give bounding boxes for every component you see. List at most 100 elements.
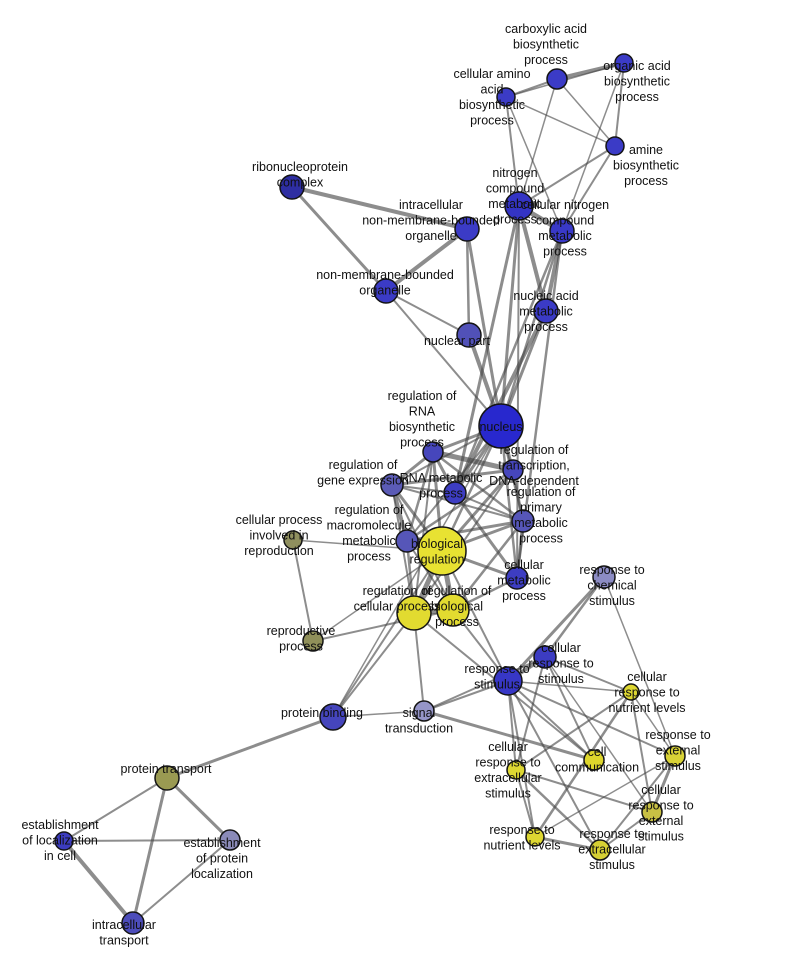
edge-nuclear_part--nmb_organelle[interactable] [385,290,470,336]
edge-carboxylic--amine[interactable] [556,78,616,147]
node-response_extracellular[interactable] [589,839,611,861]
edge-nitrogen_compound--nucleus[interactable] [499,204,521,428]
edge-protein_transport--est_protein_localization[interactable] [165,776,232,842]
edge-protein_binding--biological_regulation[interactable] [332,550,443,718]
node-response_nutrient_levels[interactable] [525,827,545,847]
node-reg_primary[interactable] [511,509,535,533]
edge-intracellular_nmb--nmb_organelle[interactable] [384,227,469,293]
edge-response_nutrient_levels--cellular_response_extracellular[interactable] [515,769,536,838]
node-protein_transport[interactable] [154,765,180,791]
edge-cellular_response_extracellular--cellular_response_external[interactable] [515,769,653,813]
edge-cellular_response_nutrient--response_external[interactable] [630,691,676,757]
edge-rna_metabolic--reg_primary[interactable] [454,492,524,522]
node-protein_binding[interactable] [319,703,347,731]
node-reg_transcription[interactable] [502,459,524,481]
node-cellular_metabolic[interactable] [505,566,529,590]
node-est_localization_cell[interactable] [54,831,74,851]
node-biological_regulation[interactable] [417,526,467,576]
edge-reg_cellular--reg_rna_biosynthetic[interactable] [413,451,434,614]
edge-est_localization_cell--intracellular_transport[interactable] [62,839,135,925]
edge-response_nutrient_levels--response_extracellular[interactable] [533,835,602,852]
edge-reg_rna_biosynthetic--reg_primary[interactable] [431,450,525,523]
edge-protein_binding--reg_cellular[interactable] [332,612,415,718]
edge-cellular_process_reproduction--reproductive_process[interactable] [292,539,314,642]
node-response_chemical[interactable] [592,565,616,589]
edge-response_stimulus--response_nutrient_levels[interactable] [507,680,536,838]
node-intracellular_nmb[interactable] [454,216,480,242]
edge-organic--cellular_nitrogen[interactable] [561,62,625,232]
edge-cellular_nitrogen--rna_metabolic[interactable] [453,229,564,495]
edge-cellular_response_stimulus--cellular_response_external[interactable] [544,656,653,813]
node-rna_metabolic[interactable] [443,481,467,505]
edge-response_nutrient_levels--response_external[interactable] [534,755,676,838]
node-reg_macromolecule[interactable] [395,529,419,553]
edge-cellular_response_stimulus--cellular_response_nutrient[interactable] [544,656,632,693]
edge-cellular_amino--cellular_nitrogen[interactable] [505,96,563,232]
edge-cellular_response_nutrient--response_nutrient_levels[interactable] [533,690,633,839]
edge-organic--amine[interactable] [614,62,625,147]
node-cell_communication[interactable] [583,749,605,771]
node-est_protein_localization[interactable] [219,829,241,851]
edge-cellular_response_stimulus--cell_communication[interactable] [544,656,595,761]
node-nmb_organelle[interactable] [373,278,399,304]
node-cellular_amino[interactable] [496,87,516,107]
edge-est_protein_localization--intracellular_transport[interactable] [132,839,231,924]
node-carboxylic[interactable] [546,68,568,90]
edge-protein_binding--signal_transduction[interactable] [332,710,425,718]
node-nitrogen_compound[interactable] [504,191,534,221]
node-amine[interactable] [605,136,625,156]
edge-response_stimulus--cellular_response_nutrient[interactable] [507,680,632,693]
edge-response_stimulus--cell_communication[interactable] [507,680,595,761]
node-cellular_response_external[interactable] [641,801,663,823]
edge-response_stimulus--response_chemical[interactable] [506,575,606,683]
edge-amine--nitrogen_compound[interactable] [518,145,616,207]
node-response_stimulus[interactable] [493,666,523,696]
edge-cellular_response_nutrient--cellular_response_extracellular[interactable] [515,691,632,771]
edge-response_external--response_extracellular[interactable] [599,755,676,851]
edge-intracellular_nmb--nuclear_part[interactable] [465,227,471,337]
edge-cellular_amino--nitrogen_compound[interactable] [505,96,520,207]
edge-cellular_process_reproduction--biological_regulation[interactable] [292,539,443,552]
edge-cellular_response_extracellular--response_extracellular[interactable] [514,768,602,852]
node-cellular_response_stimulus[interactable] [533,645,557,669]
edge-cellular_response_stimulus--cellular_response_extracellular[interactable] [515,656,546,771]
node-cellular_nitrogen[interactable] [549,218,575,244]
edge-response_chemical--response_external[interactable] [603,576,676,757]
edge-signal_transduction--response_stimulus[interactable] [423,680,509,712]
node-reg_rna_biosynthetic[interactable] [422,441,444,463]
edge-response_stimulus--response_extracellular[interactable] [507,680,601,851]
node-nucleus[interactable] [478,403,524,449]
edge-cellular_amino--amine[interactable] [505,96,616,147]
edge-protein_transport--est_localization_cell[interactable] [63,777,168,842]
edge-ribonucleoprotein--intracellular_nmb[interactable] [290,185,469,231]
edge-protein_binding--protein_transport[interactable] [165,715,335,780]
node-nuclear_part[interactable] [456,322,482,348]
edge-est_localization_cell--est_protein_localization[interactable] [63,839,231,842]
edge-cellular_response_nutrient--cellular_response_external[interactable] [630,691,653,813]
edge-cellular_nitrogen--nucleus[interactable] [499,229,564,428]
node-cellular_response_extracellular[interactable] [506,760,526,780]
node-signal_transduction[interactable] [413,700,435,722]
node-cellular_response_nutrient[interactable] [622,683,640,701]
edge-reg_rna_biosynthetic--reg_transcription[interactable] [430,449,516,473]
edge-protein_transport--intracellular_transport[interactable] [131,776,169,925]
edge-response_stimulus--cellular_response_extracellular[interactable] [507,680,517,771]
edge-nmb_organelle--nucleus[interactable] [385,290,502,427]
node-organic[interactable] [614,53,634,73]
edge-nucleus--cellular_metabolic[interactable] [499,424,519,580]
edge-protein_binding--nucleus[interactable] [332,425,502,718]
node-nucleic_acid[interactable] [533,298,559,324]
edge-signal_transduction--cellular_response_stimulus[interactable] [423,656,546,712]
node-reproductive_process[interactable] [302,630,324,652]
edge-carboxylic--nitrogen_compound[interactable] [518,78,558,207]
edge-amine--cellular_nitrogen[interactable] [561,145,616,232]
node-ribonucleoprotein[interactable] [279,174,305,200]
node-intracellular_transport[interactable] [121,911,145,935]
edge-reg_transcription--reg_gene_expression[interactable] [390,468,515,487]
edge-signal_transduction--cell_communication[interactable] [422,709,596,762]
edge-cellular_response_stimulus--response_chemical[interactable] [543,575,606,659]
node-reg_cellular[interactable] [396,595,432,631]
edge-ribonucleoprotein--nmb_organelle[interactable] [290,185,388,293]
node-cellular_process_reproduction[interactable] [283,530,303,550]
node-response_external[interactable] [664,745,686,767]
